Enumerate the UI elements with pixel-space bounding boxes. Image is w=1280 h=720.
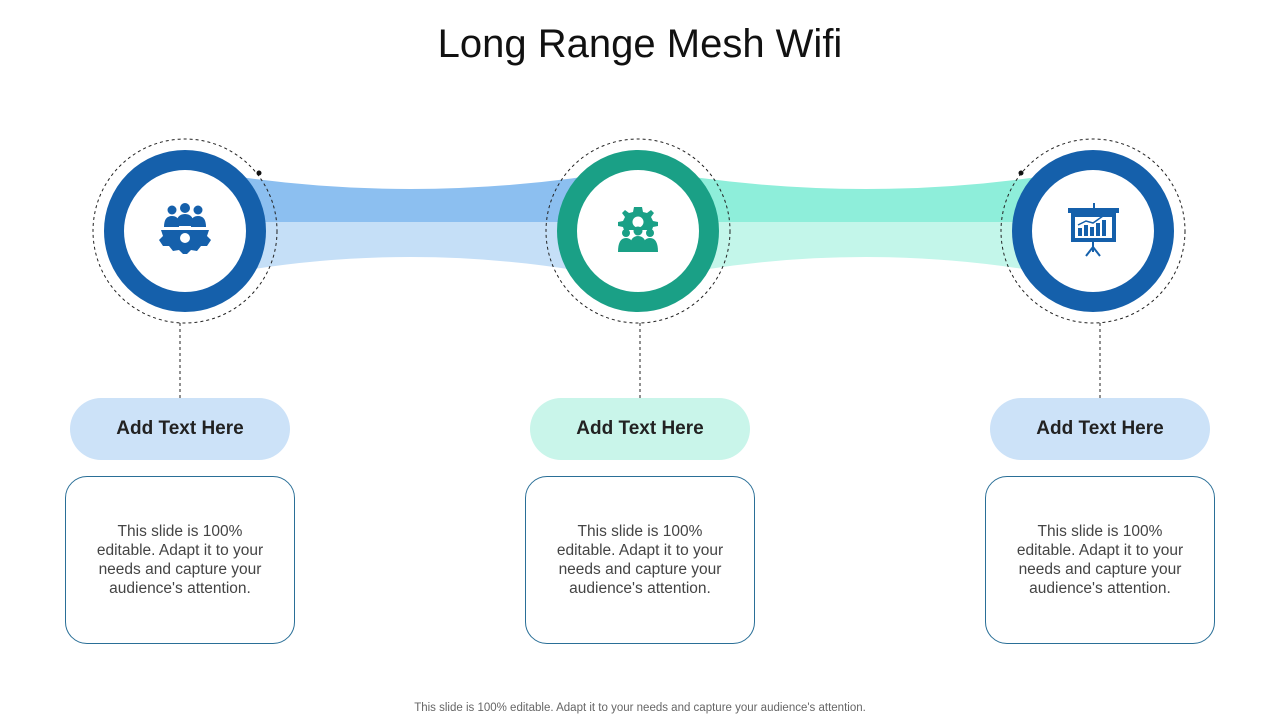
- node-description-text-1: This slide is 100% editable. Adapt it to…: [96, 523, 264, 597]
- node-description-text-3: This slide is 100% editable. Adapt it to…: [1016, 523, 1184, 597]
- dashed-orbit-3: [1000, 138, 1186, 324]
- band-left-upper: [185, 168, 638, 222]
- dashed-orbit-2: [545, 138, 731, 324]
- band-right-lower: [638, 222, 1093, 282]
- team-gear-icon: [159, 203, 211, 254]
- node-heading-1: Add Text Here: [70, 398, 290, 460]
- orbit-dot-1: [256, 170, 262, 176]
- node-description-2: This slide is 100% editable. Adapt it to…: [525, 476, 755, 644]
- dashed-orbit-1: [92, 138, 278, 324]
- page-title: Long Range Mesh Wifi: [437, 22, 843, 66]
- node-heading-3: Add Text Here: [990, 398, 1210, 460]
- presentation-board-icon: [1068, 203, 1119, 257]
- gear-team-icon: [618, 207, 658, 252]
- orbit-dot-3: [1018, 170, 1024, 176]
- node-description-3: This slide is 100% editable. Adapt it to…: [985, 476, 1215, 644]
- band-left-lower: [185, 222, 638, 282]
- node-description-text-2: This slide is 100% editable. Adapt it to…: [556, 523, 724, 597]
- footer-note: This slide is 100% editable. Adapt it to…: [414, 702, 866, 714]
- node-description-1: This slide is 100% editable. Adapt it to…: [65, 476, 295, 644]
- band-right-upper: [638, 168, 1093, 222]
- node-heading-2: Add Text Here: [530, 398, 750, 460]
